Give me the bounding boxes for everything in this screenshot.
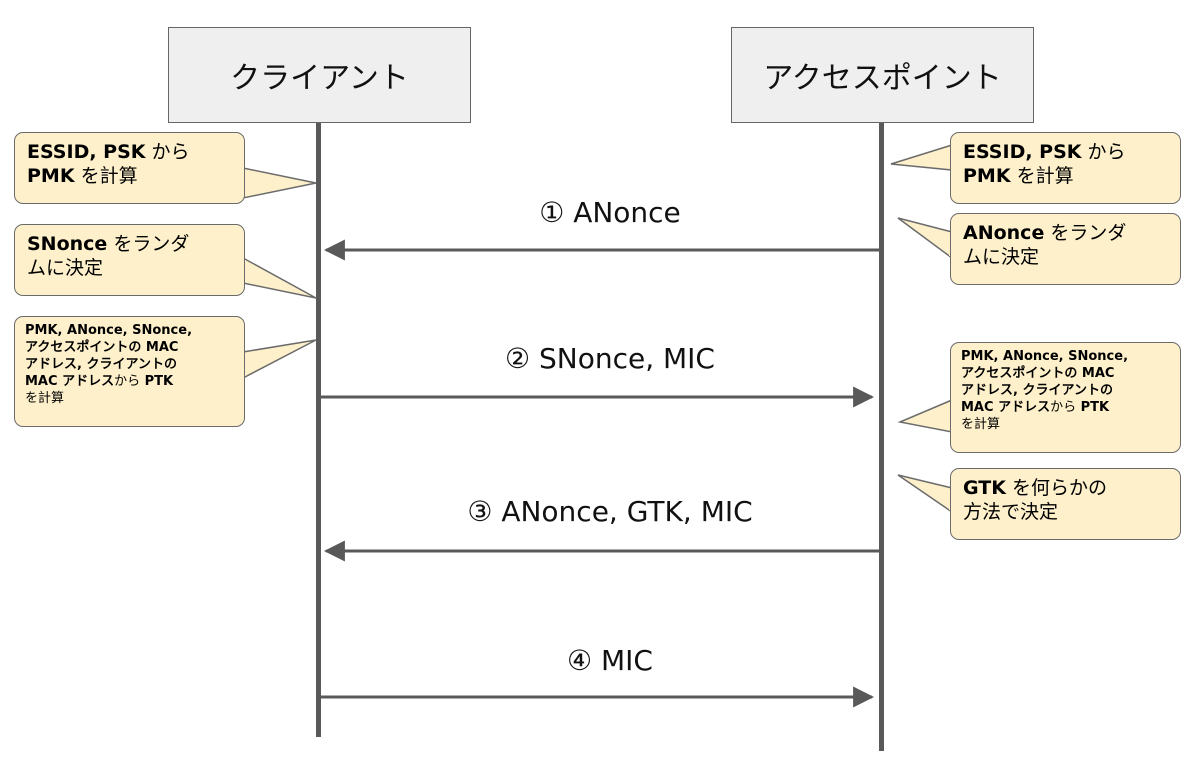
ap-pmk-note: ESSID, PSK から PMK を計算 (950, 132, 1181, 204)
ap-anonce-note-tail (897, 217, 953, 260)
client-pmk-note: ESSID, PSK から PMK を計算 (14, 132, 245, 204)
client-ptk-note-tail (242, 339, 317, 380)
ap-ptk-note: PMK, ANonce, SNonce, アクセスポイントの MAC アドレス,… (950, 342, 1181, 453)
access-point-actor-box: アクセスポイント (731, 27, 1034, 123)
ap-anonce-note: ANonce をランダ ムに決定 (950, 213, 1181, 285)
access-point-lifeline (879, 123, 884, 751)
client-snonce-note-tail (242, 256, 317, 299)
client-pmk-note-tail (242, 167, 317, 199)
client-actor-label: クライアント (230, 61, 409, 96)
client-lifeline (316, 123, 321, 737)
message-label-3: ③ ANonce, GTK, MIC (467, 495, 753, 528)
client-ptk-note: PMK, ANonce, SNonce, アクセスポイントの MAC アドレス,… (14, 316, 245, 427)
message-label-4: ④ MIC (567, 644, 653, 677)
message-label-2: ② SNonce, MIC (505, 342, 715, 375)
ap-pmk-note-tail (890, 143, 953, 171)
ap-gtk-note: GTK を何らかの 方法で決定 (950, 468, 1181, 540)
ap-gtk-note-tail (897, 474, 953, 514)
message-label-1: ① ANonce (539, 196, 681, 229)
client-actor-box: クライアント (168, 27, 471, 123)
ap-ptk-note-tail (897, 398, 953, 433)
access-point-actor-label: アクセスポイント (763, 61, 1002, 96)
client-snonce-note: SNonce をランダ ムに決定 (14, 224, 245, 296)
